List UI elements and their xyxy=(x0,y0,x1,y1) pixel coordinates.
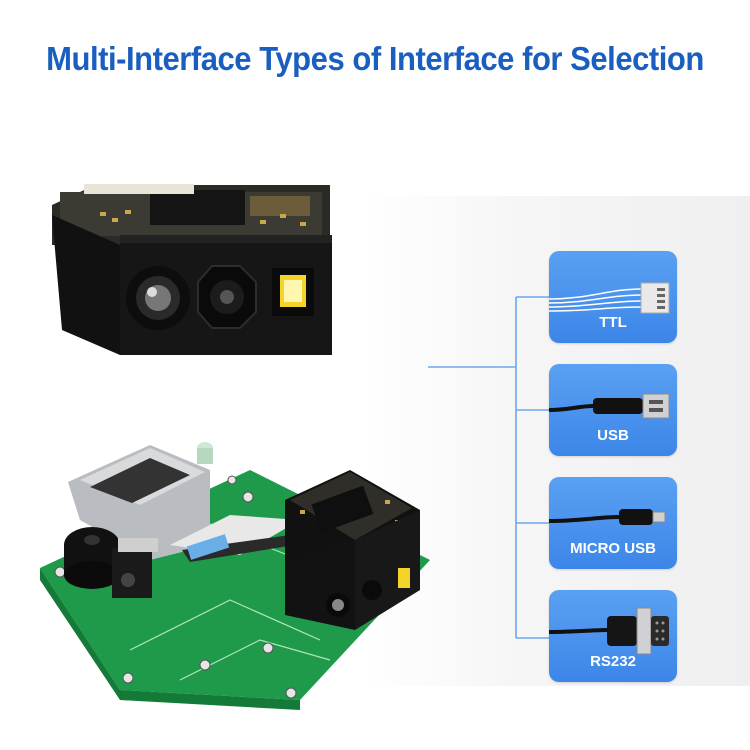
connector-lines xyxy=(428,296,549,639)
decoder-pcb-board xyxy=(40,442,430,710)
scanner-engine-module xyxy=(52,184,332,355)
interface-card-ttl: TTL xyxy=(549,251,677,343)
interface-label: USB xyxy=(597,427,629,444)
ttl-cable-icon xyxy=(549,282,670,314)
usb-cable-icon xyxy=(549,393,670,419)
interface-card-rs232: RS232 xyxy=(549,590,677,682)
page-title: Multi-Interface Types of Interface for S… xyxy=(46,40,704,77)
rs232-cable-icon xyxy=(549,607,669,655)
interface-label: MICRO USB xyxy=(570,540,656,557)
interface-label: RS232 xyxy=(590,653,636,670)
interface-label: TTL xyxy=(599,314,627,331)
interface-card-usb: USB xyxy=(549,364,677,456)
interface-card-micro-usb: MICRO USB xyxy=(549,477,677,569)
micro-usb-cable-icon xyxy=(549,509,666,525)
